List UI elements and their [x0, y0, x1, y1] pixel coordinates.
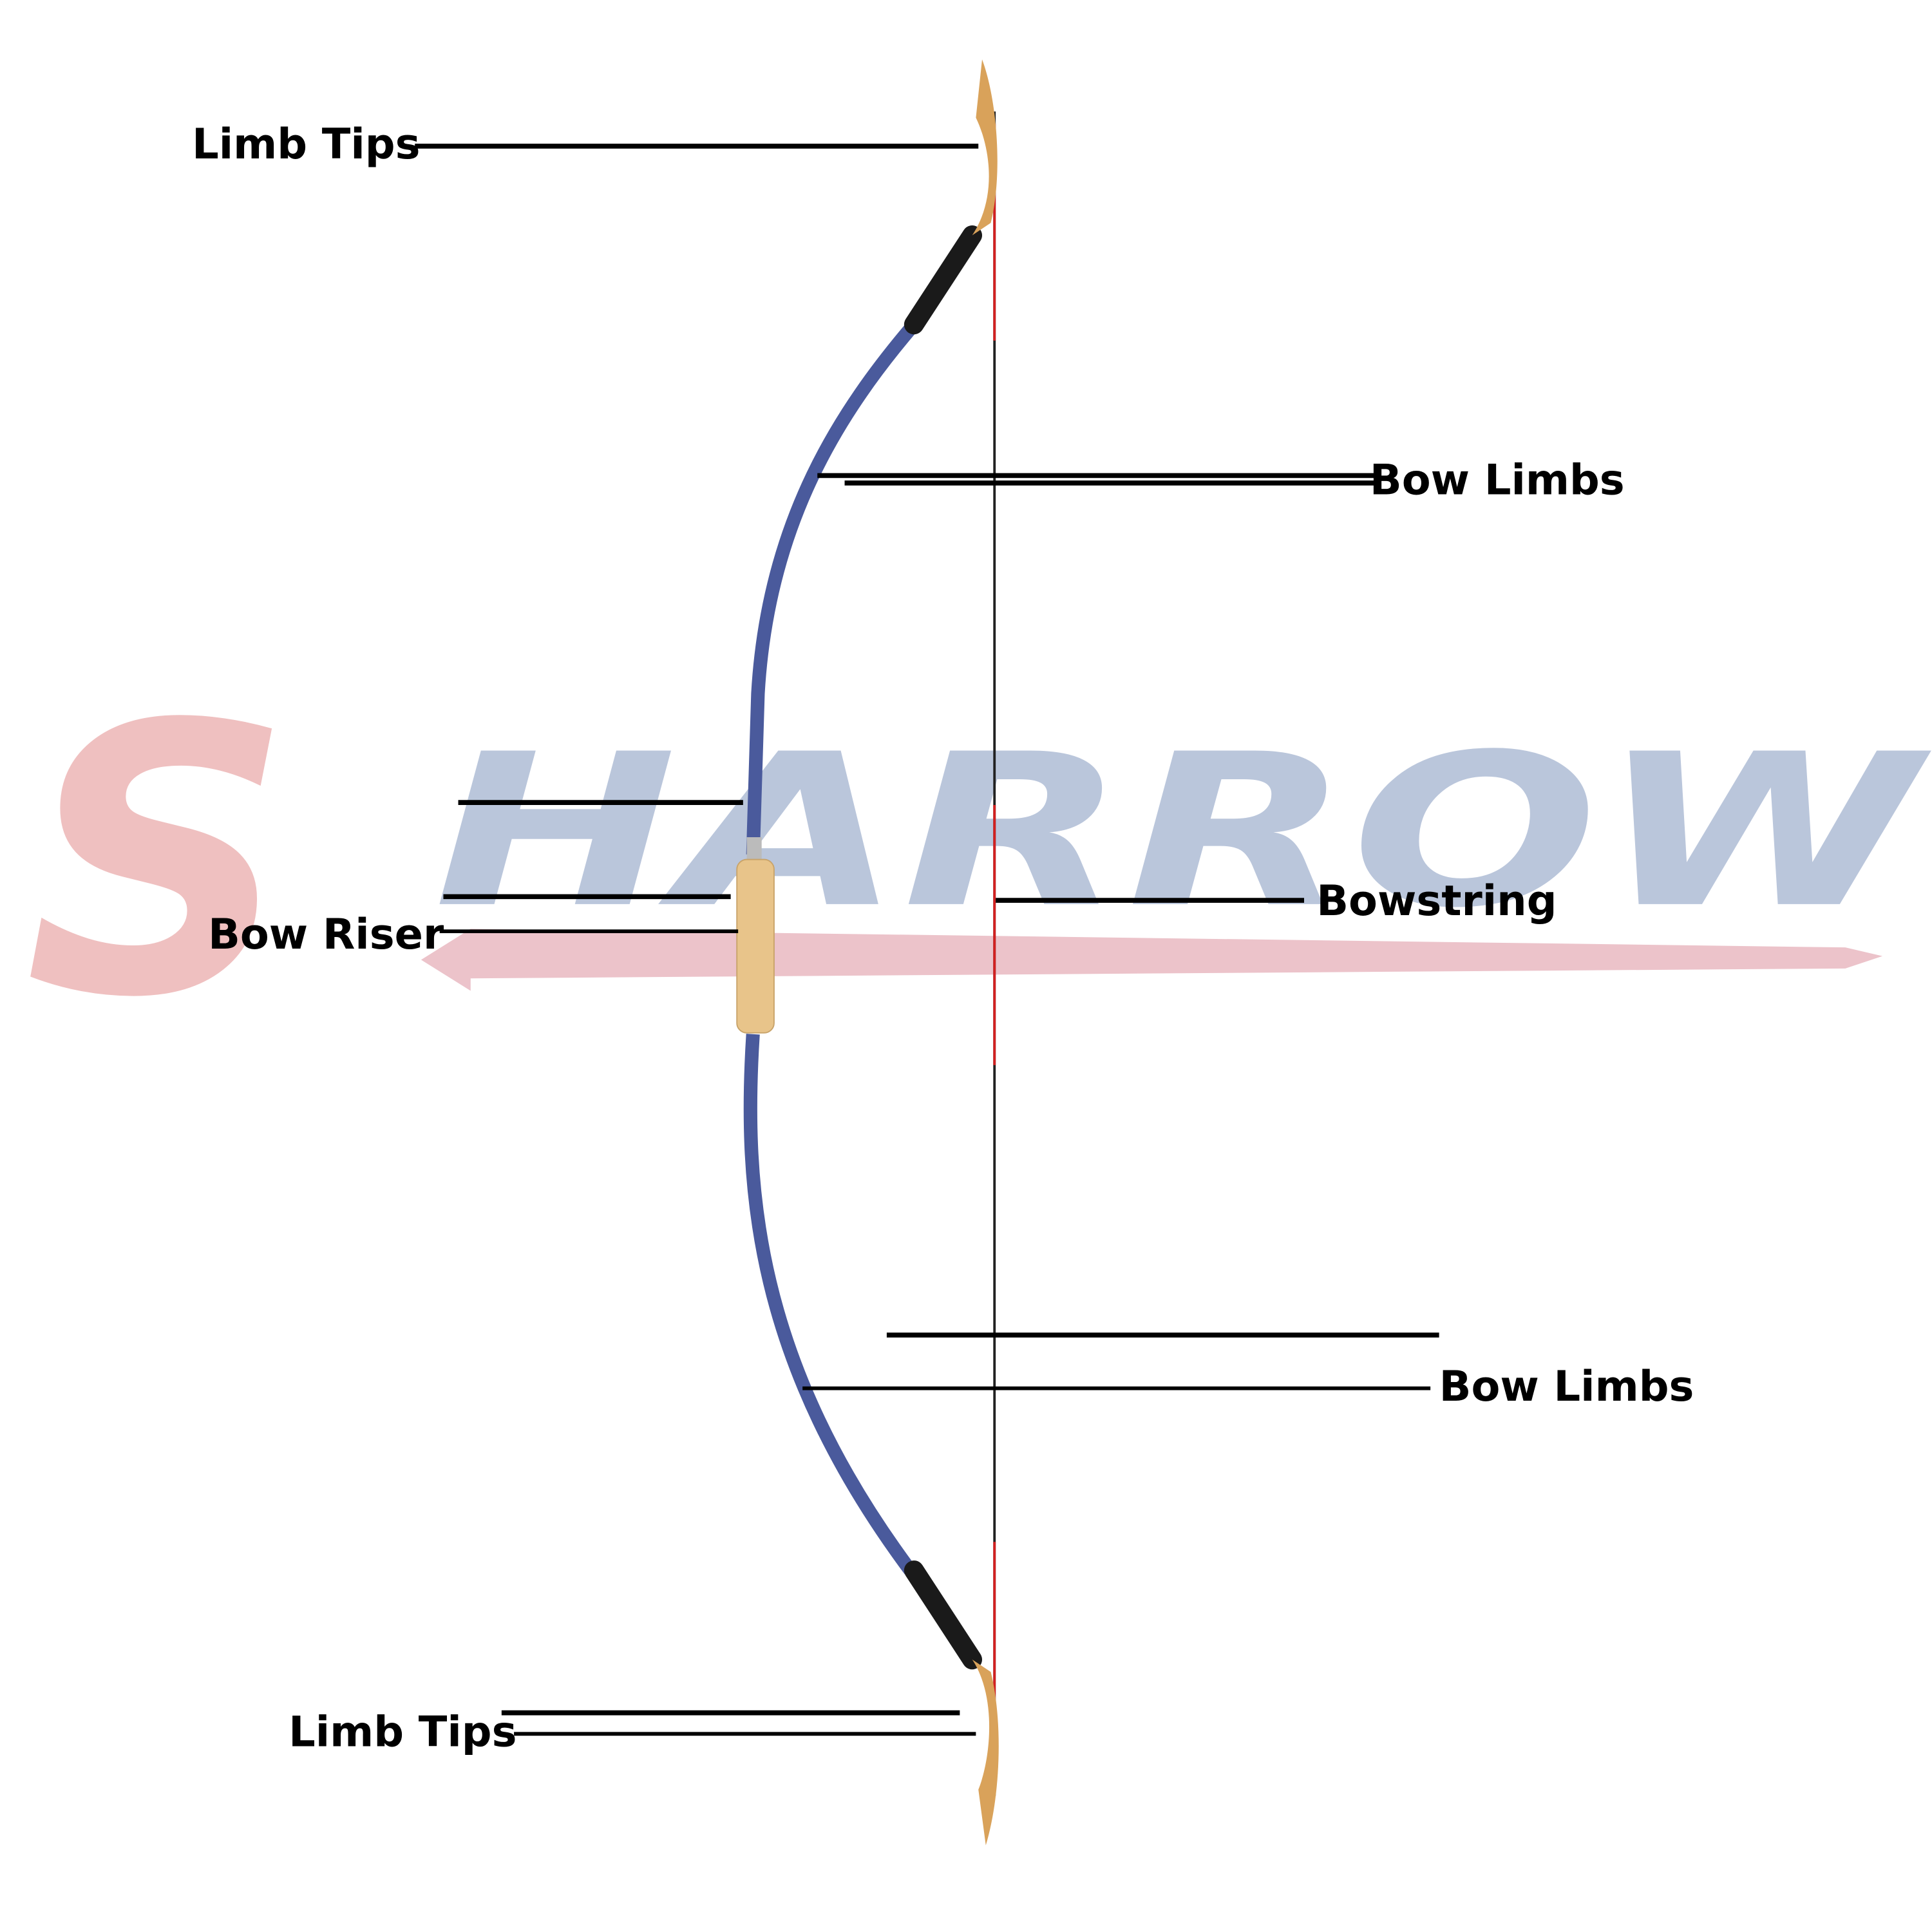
upper-limb-wrap [904, 225, 983, 335]
riser-ferrule [746, 837, 762, 862]
upper-limb-tip [972, 59, 998, 236]
label-limb-tips-bottom: Limb Tips [289, 1708, 516, 1757]
watermark-harrow: HARROW [433, 710, 1932, 954]
watermark-s: S [24, 646, 292, 1079]
watermark-arrow [421, 929, 1883, 991]
lower-limb-tip [972, 1659, 999, 1846]
label-bow-limbs-top: Bow Limbs [1370, 455, 1625, 504]
lower-limb [743, 1034, 916, 1575]
label-bowstring: Bowstring [1316, 876, 1557, 925]
label-bow-riser: Bow Riser [208, 910, 444, 959]
sharrow-watermark: S HARROW [24, 646, 1932, 1079]
lower-limb-wrap [904, 1560, 983, 1670]
upper-limb [746, 319, 920, 855]
label-limb-tips-top: Limb Tips [192, 120, 420, 169]
label-bow-limbs-bottom: Bow Limbs [1439, 1362, 1694, 1411]
leader-lines [415, 144, 1439, 1736]
bow-riser-grip [736, 858, 775, 1034]
